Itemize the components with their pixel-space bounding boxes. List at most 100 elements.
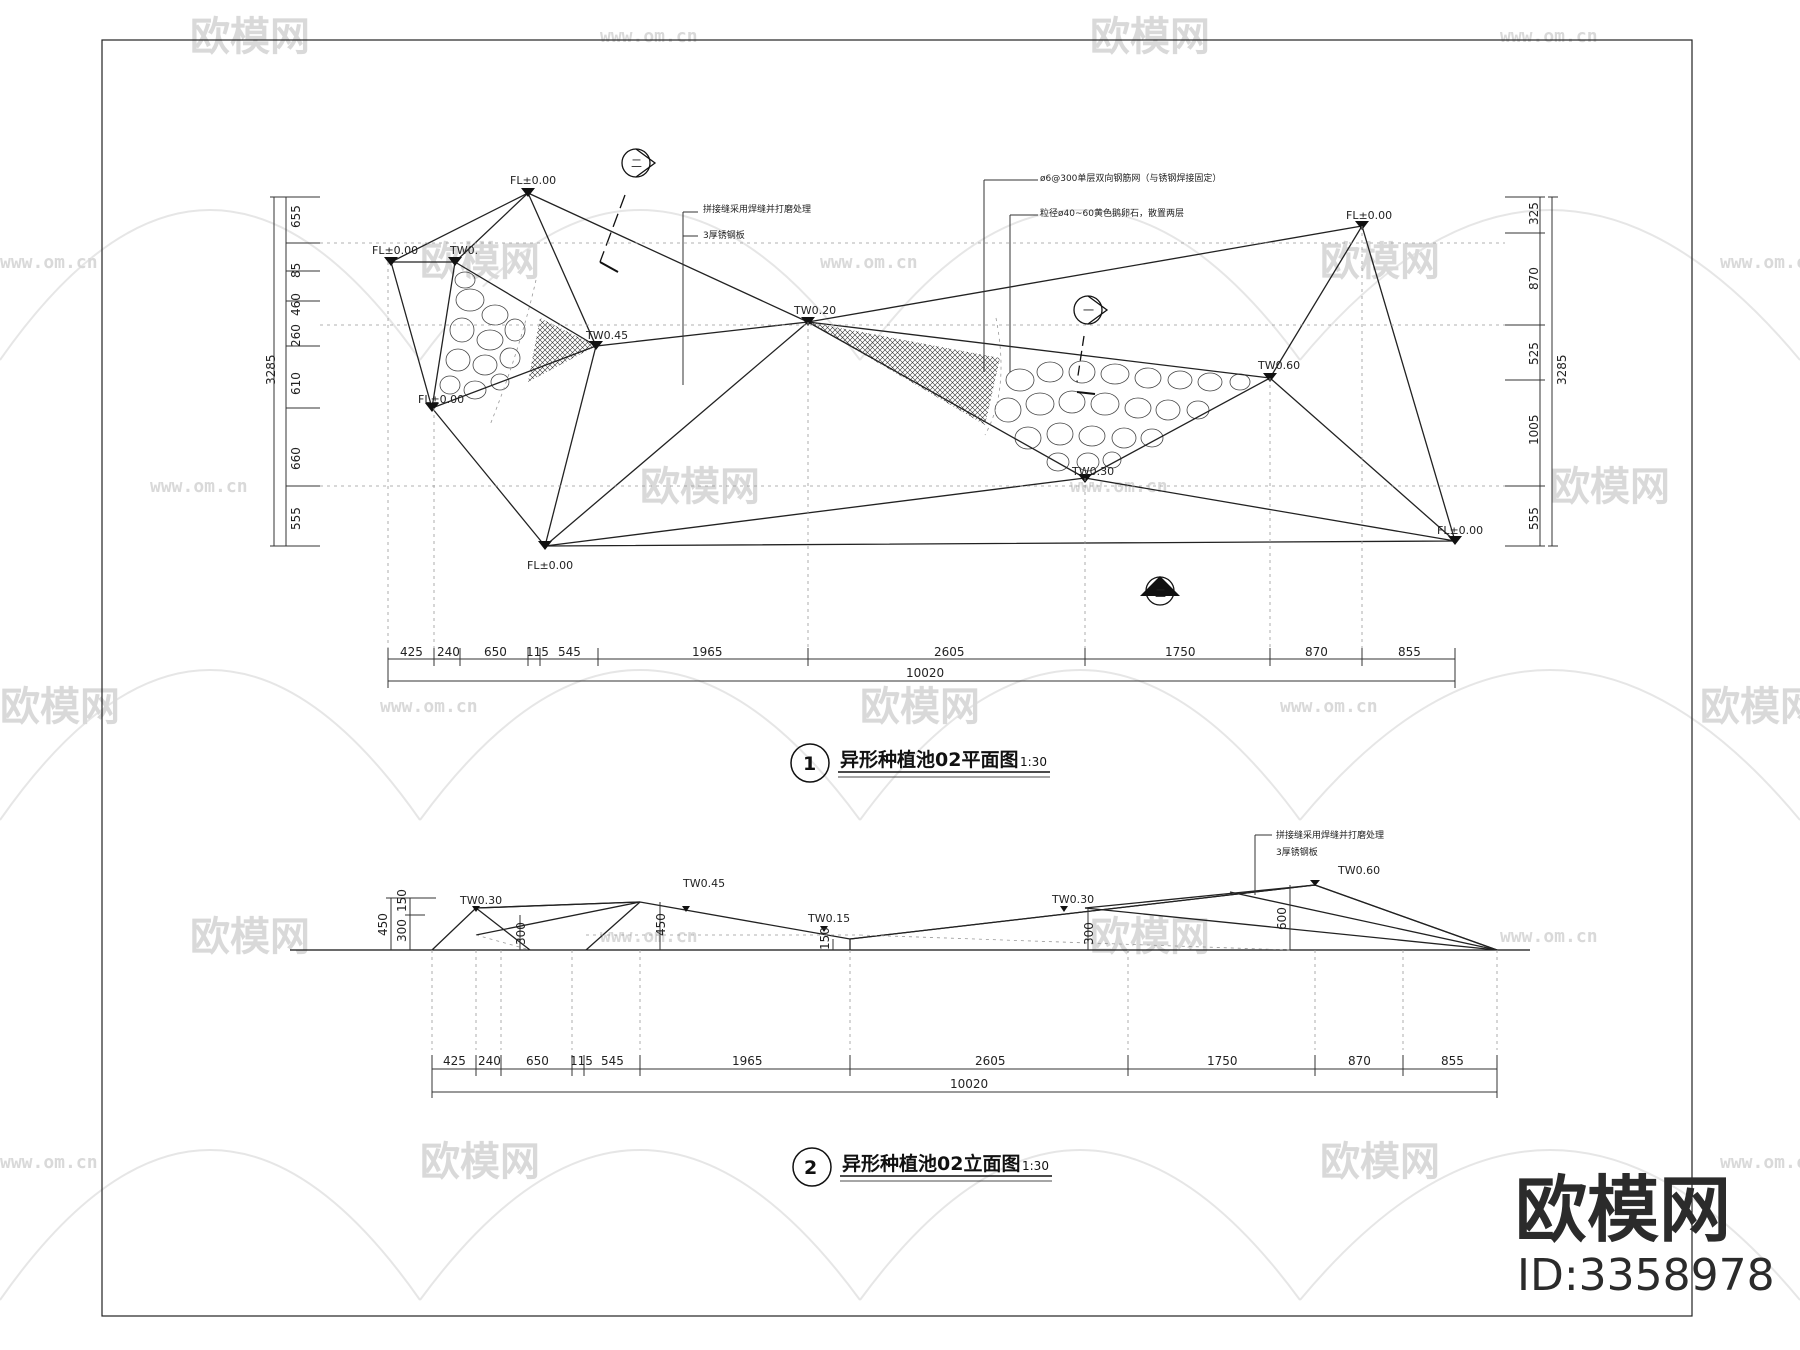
elevation-outline [431,884,1498,951]
elev-level-label: TW0.30 [1051,893,1094,906]
dim-label: 450 [376,913,390,936]
watermark-brand: 欧模网 [0,684,120,730]
watermark-brand: 欧模网 [190,14,310,60]
dim-label: 115 [570,1054,593,1068]
watermark-url: www.om.cn [380,696,478,717]
level-label: FL±0.00 [527,559,573,572]
level-markers [384,188,1462,550]
dim-total: 3285 [1555,354,1569,385]
note-text: 拼接缝采用焊缝并打磨处理 [1276,829,1384,841]
watermark-url: www.om.cn [0,1152,98,1173]
elev-height-dims [386,885,1291,950]
elev-level-markers [472,880,1320,932]
dim-label: 545 [558,645,581,659]
elev-bottom-dimension [431,1055,1498,1098]
elev-level-label: TW0.60 [1337,864,1380,877]
dim-label: 240 [437,645,460,659]
note-text: ø6@300单层双向钢筋网（与锈钢焊接固定） [1040,172,1221,184]
dim-label: 300 [514,922,528,945]
title-scale: 1:30 [1022,1159,1049,1173]
dim-label: 240 [478,1054,501,1068]
watermark-url: www.om.cn [600,26,698,47]
elev-level-label: TW0.45 [682,877,725,890]
dim-label: 425 [400,645,423,659]
plan-outline [390,192,1456,547]
pebble-fill-right [808,322,1270,478]
dim-label: 650 [526,1054,549,1068]
elevation-title: 2 异形种植池02立面图 1:30 [792,1147,1052,1187]
level-label: TW0.60 [1257,359,1300,372]
elev-bottom-dim-labels: 425 240 650 115 545 1965 2605 1750 870 8… [443,1054,1464,1091]
section-tag: 二 [631,157,642,170]
watermark-url: www.om.cn [1720,1152,1800,1173]
level-label: FL±0.00 [1437,524,1483,537]
dim-label: 870 [1348,1054,1371,1068]
brand-id: ID:3358978 [1517,1250,1775,1301]
drawing-frame [101,39,1693,1317]
dim-label: 525 [1527,342,1541,365]
dim-label: 1965 [692,645,723,659]
watermark-url: www.om.cn [0,252,98,273]
note-text: 3厚锈钢板 [1276,846,1318,858]
dim-label: 1005 [1527,414,1541,445]
watermark-brand: 欧模网 [860,684,980,730]
dim-label: 150 [818,927,832,950]
watermark-url: www.om.cn [1500,26,1598,47]
level-label: FL±0.00 [1346,209,1392,222]
elev-level-label: TW0.30 [459,894,502,907]
plan-right-dimension [1505,196,1558,547]
watermark-url: www.om.cn [820,252,918,273]
dim-label: 2605 [975,1054,1006,1068]
watermark-brand: 欧模网 [640,464,760,510]
elev-height-labels: 450 300 150 300 450 150 300 600 [376,889,1289,950]
section-tag: 二 [1155,587,1166,600]
dim-label: 650 [484,645,507,659]
plan-title: 1 异形种植池02平面图 1:30 [790,743,1050,783]
section-marker-a: 二 [599,148,657,273]
dim-label: 115 [526,645,549,659]
dim-label: 1750 [1165,645,1196,659]
dim-label: 450 [654,913,668,936]
dim-label: 2605 [934,645,965,659]
elev-guides [431,950,1498,1050]
dim-label: 85 [289,263,303,278]
dim-label: 855 [1441,1054,1464,1068]
title-text: 异形种植池02平面图 [840,748,1018,771]
pebble-fill-left [432,270,596,408]
plan-bottom-dimension [387,648,1456,688]
dim-label: 150 [395,889,409,912]
guide-arc [984,317,1002,436]
dim-total: 10020 [906,666,944,680]
section-marker-c: 二 [1140,576,1180,606]
level-label: FL±0.00 [372,244,418,257]
guide-arc [489,279,537,426]
dim-label: 300 [1082,922,1096,945]
watermark-url: www.om.cn [1720,252,1800,273]
dim-label: 655 [289,205,303,228]
section-marker-b: 一 [1073,295,1109,395]
dim-label: 600 [1275,907,1289,930]
watermark-url: www.om.cn [1500,926,1598,947]
level-label: TW0.45 [585,329,628,342]
watermark-layer: 欧模网 欧模网 欧模网 欧模网 欧模网 欧模网 欧模网 欧模网 欧模网 欧模网 … [0,14,1800,1301]
elev-level-label: TW0.15 [807,912,850,925]
plan-bottom-dim-labels: 425 240 650 115 545 1965 2605 1750 870 8… [400,645,1421,680]
elev-note-leader [1254,834,1272,895]
watermark-brand: 欧模网 [1090,914,1210,960]
title-number: 1 [803,753,816,775]
dim-label: 870 [1305,645,1328,659]
dim-label: 1750 [1207,1054,1238,1068]
dim-label: 545 [601,1054,624,1068]
dim-label: 325 [1527,202,1541,225]
watermark-brand: 欧模网 [190,914,310,960]
dim-label: 855 [1398,645,1421,659]
dim-label: 555 [1527,507,1541,530]
note-text: 粒径ø40~60黄色鹅卵石，散置两层 [1040,207,1184,219]
dim-label: 300 [395,919,409,942]
level-label: TW0.20 [793,304,836,317]
brand-name: 欧模网 [1515,1168,1731,1252]
dim-label: 660 [289,447,303,470]
watermark-brand: 欧模网 [1320,239,1440,285]
note-leaders [682,179,1038,385]
